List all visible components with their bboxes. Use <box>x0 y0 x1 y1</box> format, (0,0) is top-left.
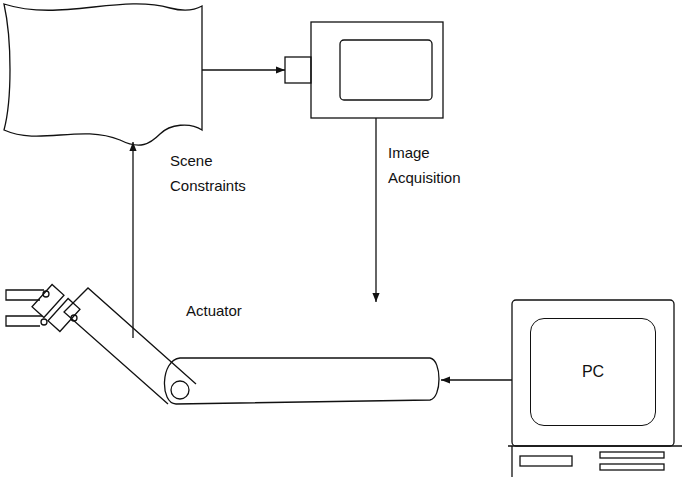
camera-body <box>311 22 443 118</box>
arm-base <box>164 358 439 404</box>
node-label: PC <box>582 363 604 381</box>
desk <box>508 445 682 446</box>
arrow <box>441 379 512 380</box>
monitor-screen: PC <box>530 318 656 426</box>
arrow <box>132 142 133 338</box>
monitor-frame <box>512 300 674 446</box>
arrow-label: Scene Constraints <box>170 148 290 198</box>
drawer <box>520 456 572 466</box>
arm-joint <box>171 381 189 399</box>
arm-link <box>64 288 196 404</box>
drawer <box>600 452 664 458</box>
gripper-finger <box>6 316 42 326</box>
desk <box>511 446 512 477</box>
drawer <box>600 464 664 470</box>
arrow <box>202 69 285 70</box>
camera-screen <box>340 40 432 100</box>
part-label: Actuator <box>186 298 242 323</box>
camera-lens <box>285 57 311 83</box>
arrow <box>375 118 376 302</box>
arrow-label: Image Acquisition <box>388 140 478 190</box>
scene-sheet <box>4 4 202 145</box>
gripper-finger <box>6 290 44 300</box>
gripper <box>48 298 80 331</box>
